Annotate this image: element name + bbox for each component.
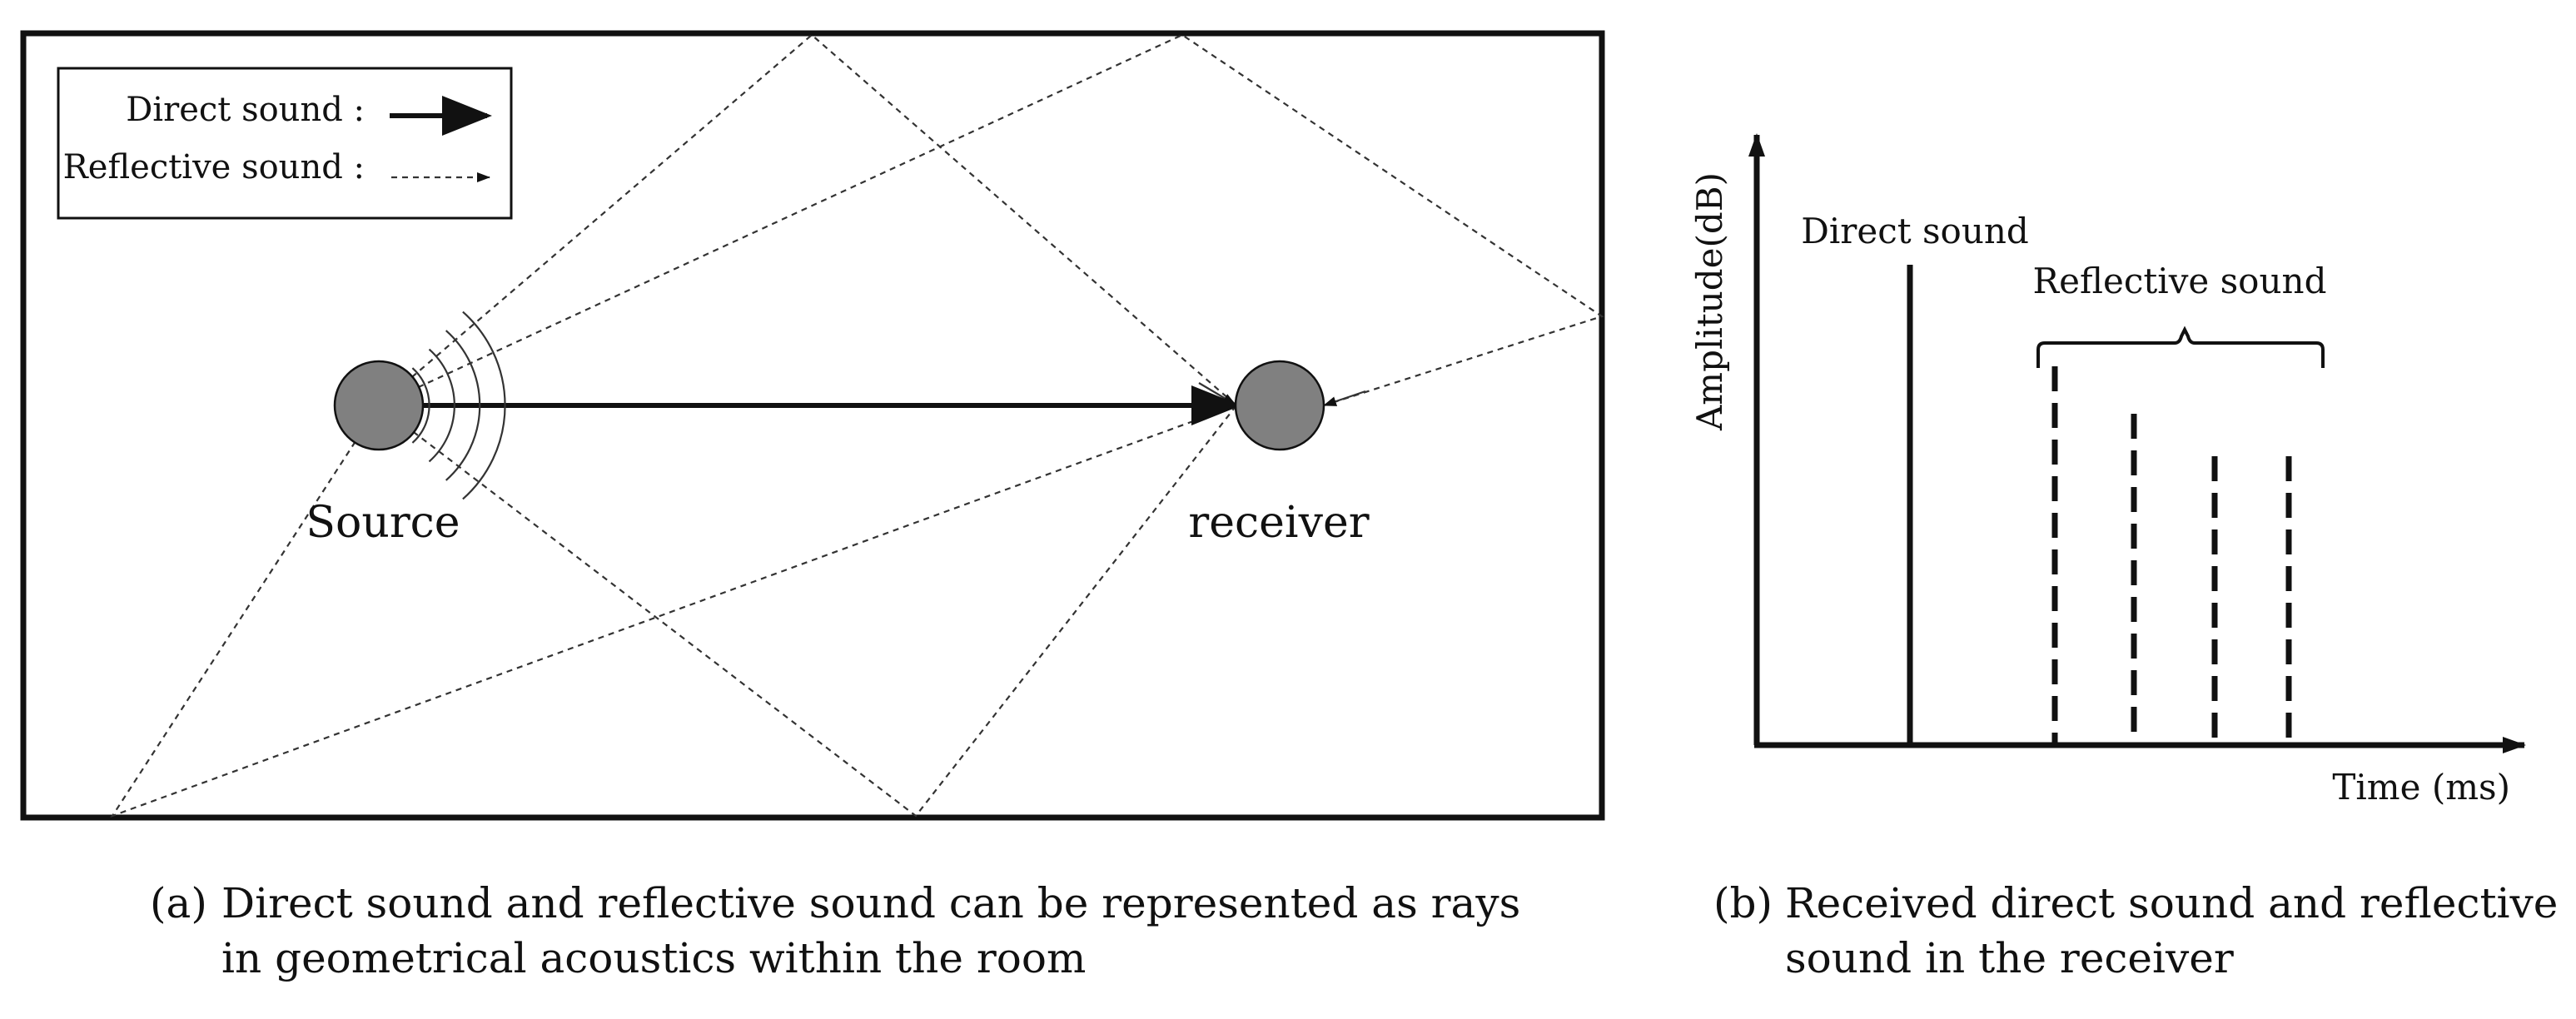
legend-direct-label: Direct sound : bbox=[126, 91, 365, 129]
reflective-ray-top-right bbox=[378, 33, 1604, 407]
receiver-label: receiver bbox=[1188, 498, 1369, 548]
room-boundary bbox=[20, 30, 1605, 821]
caption-b-line-2: sound in the receiver bbox=[1785, 934, 2234, 982]
direct-sound-label: Direct sound bbox=[1801, 211, 2029, 251]
source-wave-arcs bbox=[411, 311, 506, 500]
reflective-rays bbox=[110, 33, 1604, 818]
caption-b: (b) Received direct sound and reflective… bbox=[1713, 876, 2563, 992]
caption-b-line-1: Received direct sound and reflective bbox=[1785, 879, 2559, 927]
caption-b-tag: (b) bbox=[1713, 879, 1773, 927]
x-axis-label: Time (ms) bbox=[2332, 767, 2510, 808]
y-axis-label: Amplitude(dB) bbox=[1689, 172, 1730, 431]
reflective-ray-top bbox=[378, 33, 1237, 406]
source-node bbox=[333, 360, 425, 451]
source-label: Source bbox=[306, 498, 460, 548]
caption-a: (a) Direct sound and reflective sound ca… bbox=[150, 876, 1565, 992]
caption-a-line-2: in geometrical acoustics within the room bbox=[221, 934, 1087, 982]
impulse-response-panel: Amplitude(dB) Time (ms) Direct sound Ref… bbox=[1689, 133, 2526, 808]
legend-box bbox=[57, 67, 513, 220]
caption-a-tag: (a) bbox=[150, 879, 207, 927]
legend-reflective-label: Reflective sound : bbox=[63, 148, 365, 186]
reflective-sound-impulses bbox=[2051, 366, 2292, 745]
reflective-sound-label: Reflective sound bbox=[2033, 261, 2327, 301]
reflective-ray-bottom-left bbox=[110, 404, 1237, 818]
legend: Direct sound : Reflective sound : bbox=[57, 67, 513, 220]
reflective-sound-brace bbox=[2036, 326, 2325, 368]
reflective-arrow-top bbox=[1198, 382, 1236, 405]
receiver-node bbox=[1234, 360, 1325, 451]
caption-a-line-1: Direct sound and reflective sound can be… bbox=[221, 879, 1521, 927]
reflective-ray-bottom bbox=[378, 405, 1237, 818]
room-panel: Source receiver Direct sound : Reflectiv… bbox=[20, 30, 1605, 821]
reflective-arrow-right bbox=[1323, 390, 1366, 407]
